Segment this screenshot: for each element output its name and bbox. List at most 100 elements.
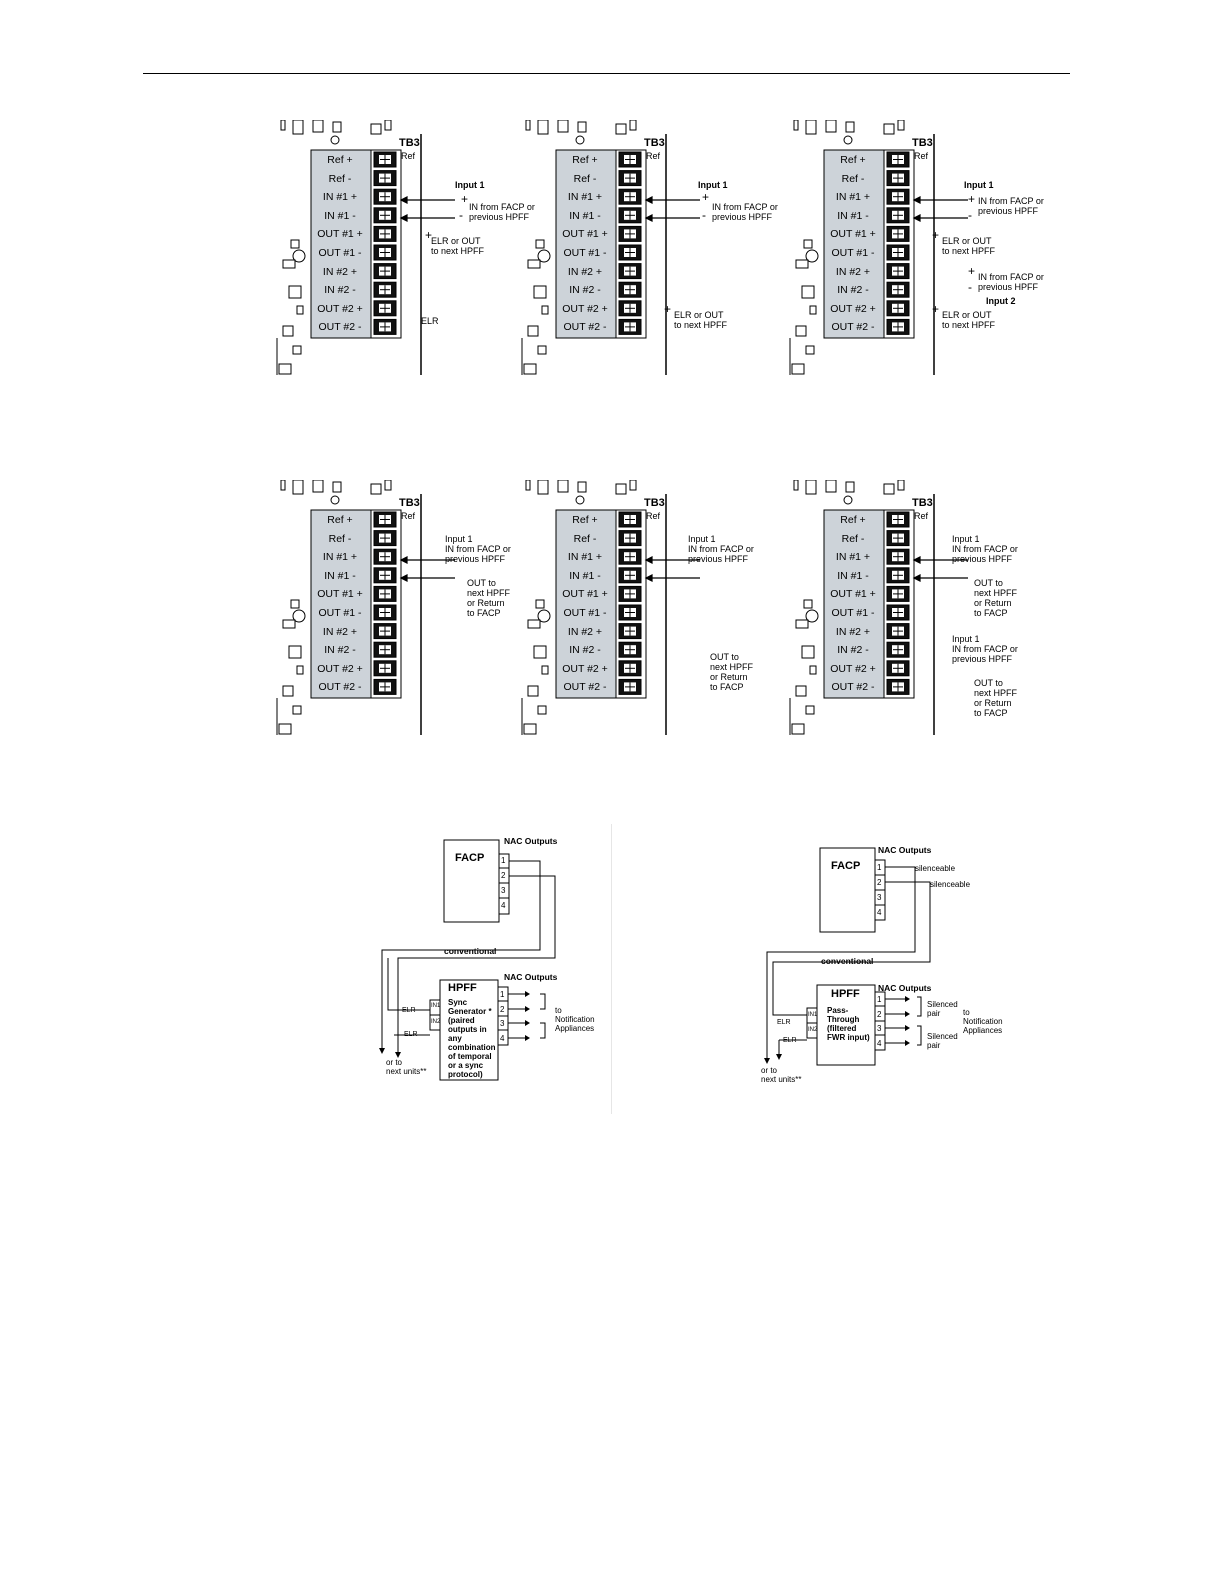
hpff-label: HPFF xyxy=(831,988,860,1000)
plus-sign: + xyxy=(664,302,672,316)
terminal-label: OUT #2 + xyxy=(562,302,608,315)
terminal-label: IN #1 - xyxy=(569,569,601,582)
terminal-label: OUT #1 - xyxy=(563,607,607,619)
terminal-label: OUT #1 - xyxy=(318,607,362,619)
appliances-label: to Notification Appliances xyxy=(963,1008,1003,1035)
input-1-label: Input 1 xyxy=(698,180,728,190)
terminal-label: Ref - xyxy=(841,532,865,545)
plus-sign: + xyxy=(968,192,976,206)
terminal-label: OUT #2 - xyxy=(318,681,362,694)
terminal-label: OUT #1 + xyxy=(317,588,363,601)
conventional-label: conventional xyxy=(444,946,497,956)
terminal-label: OUT #2 + xyxy=(830,662,876,675)
hpff-label: HPFF xyxy=(448,982,477,994)
in1-label: IN1 xyxy=(431,1003,441,1009)
silenceable-label: silenceable xyxy=(930,880,971,889)
in-from-label: IN from FACP or previous HPFF xyxy=(978,272,1044,292)
nac-outputs-label: NAC Outputs xyxy=(504,836,558,846)
terminal-label: IN #2 - xyxy=(569,644,601,657)
terminal-label: Ref + xyxy=(840,154,866,166)
terminal-label: OUT #1 - xyxy=(563,247,607,259)
terminal-label: IN #1 - xyxy=(837,209,869,222)
port-label: 4 xyxy=(877,1039,882,1048)
tb3-label: TB3 xyxy=(644,497,665,509)
elr-label: ELR xyxy=(783,1037,797,1044)
port-label: 1 xyxy=(877,863,882,872)
wiring-panel-5: Input 1 IN from FACP or previous HPFF OU… xyxy=(518,480,808,740)
port-label: 2 xyxy=(500,1005,505,1014)
ref-label: Ref xyxy=(914,511,929,521)
terminal-label: IN #1 + xyxy=(835,551,871,564)
terminal-label: IN #1 - xyxy=(837,569,869,582)
out-label: OUT to next HPFF or Return to FACP xyxy=(974,678,1018,718)
terminal-label: Ref - xyxy=(573,172,597,185)
wiring-panel-4: Input 1 IN from FACP or previous HPFF OU… xyxy=(273,480,563,740)
terminal-label: IN #2 - xyxy=(837,644,869,657)
divider xyxy=(611,824,612,1114)
plus-sign: + xyxy=(968,264,976,278)
appliances-label: to Notification Appliances xyxy=(555,1006,595,1033)
port-label: 4 xyxy=(501,901,506,910)
in1-label: IN1 xyxy=(808,1012,818,1018)
terminal-label: IN #2 + xyxy=(567,265,603,278)
facp-label: FACP xyxy=(455,852,485,864)
input-label: Input 1 IN from FACP or previous HPFF xyxy=(952,634,1018,664)
elr-out-label: ELR or OUT to next HPFF xyxy=(942,310,996,330)
terminal-label: IN #1 + xyxy=(567,551,603,564)
next-units-label: or to next units** xyxy=(761,1066,802,1084)
input-2-label: Input 2 xyxy=(986,296,1016,306)
terminal-label: Ref - xyxy=(841,172,865,185)
header-rule xyxy=(143,73,1070,74)
port-label: 3 xyxy=(877,893,882,902)
terminal-label: OUT #2 + xyxy=(317,302,363,315)
terminal-label: Ref + xyxy=(572,154,598,166)
terminal-label: IN #2 + xyxy=(567,625,603,638)
tb3-label: TB3 xyxy=(644,137,665,149)
terminal-label: Ref + xyxy=(327,514,353,526)
terminal-label: OUT #1 + xyxy=(830,228,876,241)
terminal-label: OUT #1 - xyxy=(831,247,875,259)
sync-generator-diagram: FACP NAC Outputs 1 2 3 4 conventional NA… xyxy=(360,830,610,1110)
ref-label: Ref xyxy=(401,151,416,161)
sync-generator-wiring xyxy=(379,839,556,1081)
elr-label: ELR xyxy=(404,1031,418,1038)
terminal-label: IN #1 + xyxy=(322,191,358,204)
port-label: 1 xyxy=(501,856,506,865)
port-label: 3 xyxy=(500,1019,505,1028)
minus-sign: - xyxy=(702,208,706,222)
board-graphic xyxy=(789,480,968,735)
input-label: Input 1 IN from FACP or previous HPFF xyxy=(952,534,1018,564)
in-from-label: IN from FACP or previous HPFF xyxy=(712,202,778,222)
port-label: 2 xyxy=(877,1010,882,1019)
terminal-label: OUT #2 - xyxy=(831,681,875,694)
elr-label: ELR xyxy=(421,316,439,326)
terminal-label: IN #1 + xyxy=(567,191,603,204)
out-label: OUT to next HPFF or Return to FACP xyxy=(974,578,1018,618)
terminal-label: IN #1 + xyxy=(322,551,358,564)
mode-label: Pass- Through (filtered FWR input) xyxy=(827,1006,870,1042)
next-units-label: or to next units** xyxy=(386,1058,427,1076)
port-label: 4 xyxy=(877,908,882,917)
plus-sign: + xyxy=(932,302,940,316)
terminal-label: IN #2 + xyxy=(835,265,871,278)
port-label: 1 xyxy=(500,990,505,999)
pass-through-wiring xyxy=(764,847,931,1066)
ref-label: Ref xyxy=(646,151,661,161)
minus-sign: - xyxy=(968,280,972,294)
terminal-label: OUT #1 - xyxy=(831,607,875,619)
port-label: 4 xyxy=(500,1034,505,1043)
elr-out-label: ELR or OUT to next HPFF xyxy=(431,236,485,256)
terminal-label: OUT #2 - xyxy=(563,321,607,334)
out-label: OUT to next HPFF or Return to FACP xyxy=(710,652,754,692)
terminal-label: IN #1 - xyxy=(324,209,356,222)
terminal-label: OUT #1 + xyxy=(562,228,608,241)
elr-label: ELR xyxy=(402,1007,416,1014)
terminal-label: OUT #2 + xyxy=(317,662,363,675)
port-label: 3 xyxy=(501,886,506,895)
terminal-label: OUT #1 + xyxy=(317,228,363,241)
terminal-label: OUT #2 - xyxy=(318,321,362,334)
terminal-label: OUT #2 + xyxy=(562,662,608,675)
terminal-label: OUT #1 - xyxy=(318,247,362,259)
tb3-label: TB3 xyxy=(912,497,933,509)
out-label: OUT to next HPFF or Return to FACP xyxy=(467,578,511,618)
